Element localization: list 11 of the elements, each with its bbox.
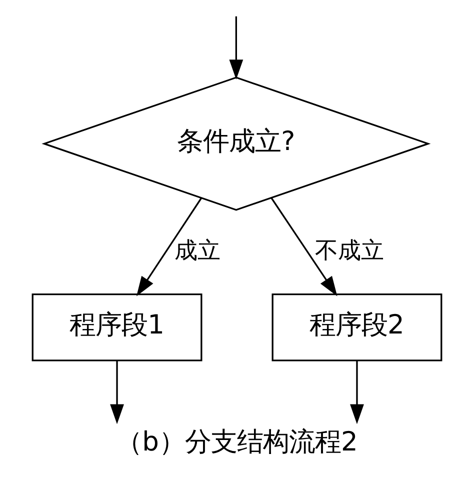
arrow [136, 198, 202, 296]
node-diamond: 条件成立? [42, 76, 431, 211]
arrow [270, 198, 338, 296]
edge-label: 不成立 [315, 238, 384, 264]
edge-label: 成立 [174, 238, 220, 264]
arrow [110, 360, 124, 424]
arrow [229, 16, 244, 80]
node-box: 程序段2 [272, 293, 442, 362]
arrow [350, 360, 364, 424]
caption: （b）分支结构流程2 [116, 426, 358, 458]
node-box: 程序段1 [32, 293, 202, 362]
